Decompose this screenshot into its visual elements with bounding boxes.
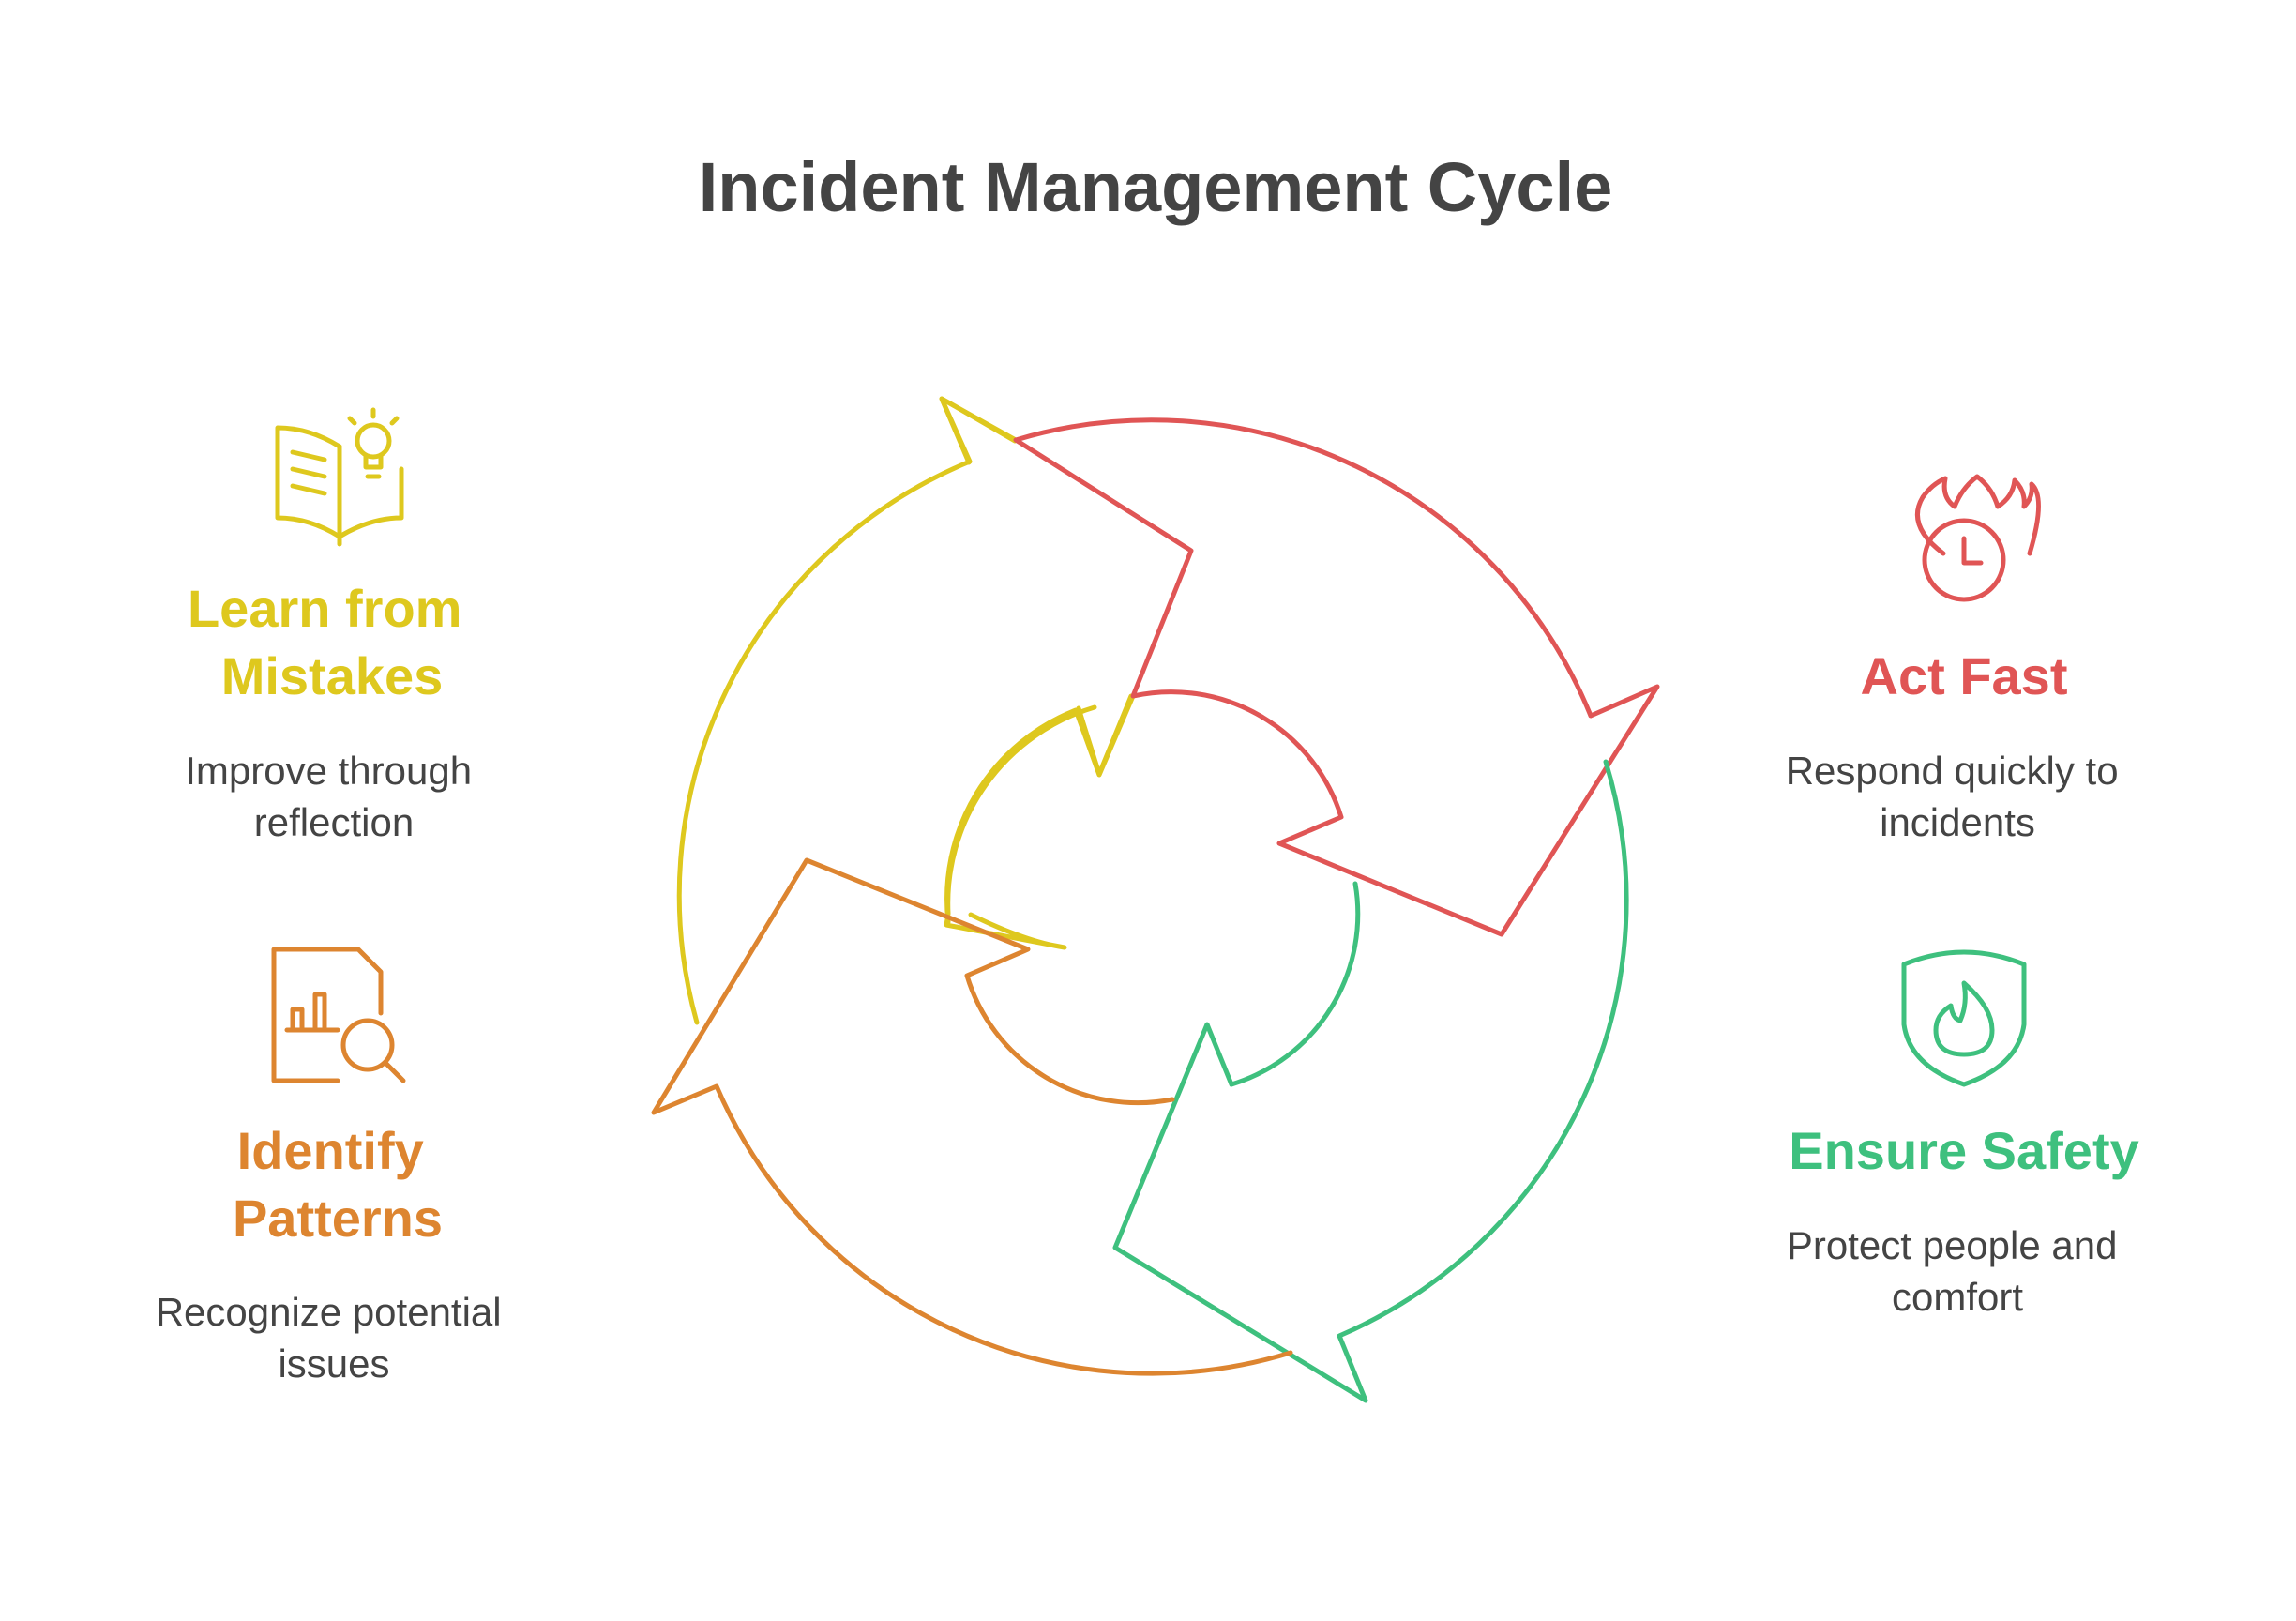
step-desc-learn: Improve through reflection	[185, 749, 483, 844]
document-chart-search-icon	[271, 947, 406, 1083]
cycle-arrow-learn	[676, 396, 1134, 1025]
page-title: Incident Management Cycle	[699, 148, 1613, 226]
cycle-arrow-identify	[651, 857, 1293, 1376]
step-title-identify: Identify Patterns	[233, 1121, 443, 1248]
step-desc-ensure: Protect people and comfort	[1787, 1223, 2128, 1319]
cycle-arrow-learn-body	[944, 693, 1136, 925]
step-learn: Learn from Mistakes Improve through refl…	[185, 407, 483, 844]
step-desc-act: Respond quickly to incidents	[1786, 749, 2130, 844]
step-title-act: Act Fast	[1861, 646, 2068, 705]
step-title-ensure: Ensure Safety	[1789, 1121, 2139, 1180]
shield-flame-icon	[1901, 949, 2027, 1087]
step-desc-identify: Recognize potential issues	[156, 1290, 513, 1386]
step-ensure: Ensure Safety Protect people and comfort	[1787, 949, 2139, 1319]
step-identify: Identify Patterns Recognize potential is…	[156, 947, 513, 1386]
cycle-arrow-act	[1013, 417, 1660, 937]
step-title-learn: Learn from Mistakes	[188, 579, 476, 705]
fire-clock-icon	[1914, 474, 2042, 602]
cycle-arrow-learn-outer	[939, 396, 1019, 465]
book-lightbulb-icon	[275, 407, 404, 547]
cycle-arrows	[651, 396, 1660, 1403]
step-act: Act Fast Respond quickly to incidents	[1786, 474, 2130, 844]
cycle-arrow-ensure	[1112, 759, 1629, 1403]
